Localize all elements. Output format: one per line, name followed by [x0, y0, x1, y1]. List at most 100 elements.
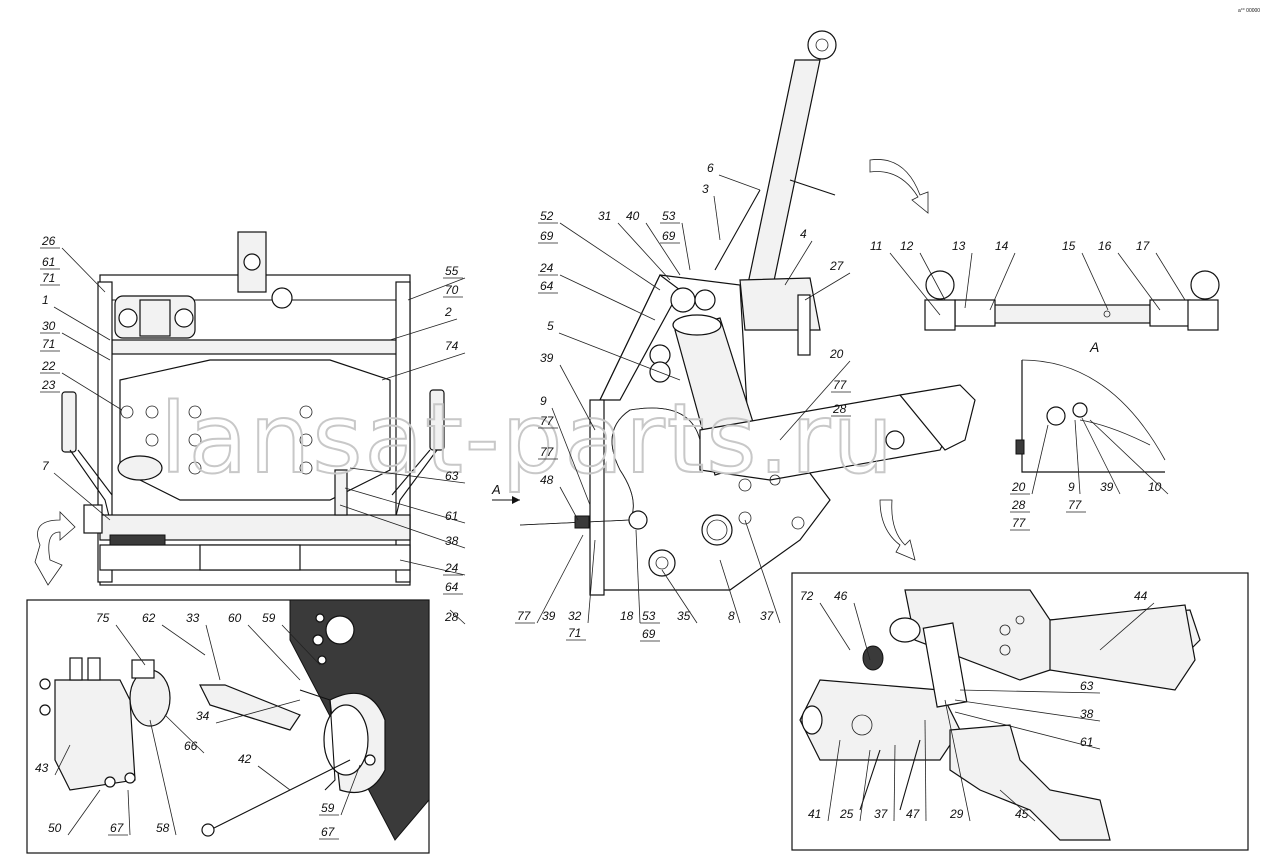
callout-left-view-12: 74: [381, 339, 466, 381]
callout-leader: [617, 222, 671, 281]
callout-view-a-6: 10: [1089, 419, 1169, 495]
callout-leader: [559, 486, 579, 521]
callout-bottom-left-inset-12: 59: [319, 764, 361, 816]
callout-leader: [924, 719, 927, 822]
callout-left-view-15: 38: [339, 504, 466, 549]
callout-bottom-right-inset-0: 72: [800, 589, 851, 651]
callout-bottom-left-inset-6: 42: [238, 752, 291, 791]
callout-number: 24: [444, 561, 459, 575]
callout-leader: [115, 624, 146, 666]
callout-leader: [67, 789, 101, 836]
callout-leader: [1081, 417, 1121, 495]
callout-number: 64: [445, 580, 459, 594]
callout-number: 17: [1136, 239, 1151, 253]
callout-center-view-17: 48: [540, 473, 579, 521]
callout-leader: [681, 222, 691, 271]
callout-number: 28: [444, 610, 459, 624]
callout-center-view-8: 4: [784, 227, 813, 286]
corner-mark: a°° 00000: [1238, 8, 1260, 14]
callout-center-view-25: 18: [620, 529, 641, 624]
callout-center-view-22: 39: [542, 609, 556, 623]
callout-center-view-5: 69: [660, 229, 680, 244]
callout-bottom-right-inset-7: 25: [839, 749, 871, 822]
callout-left-view-16: 24: [399, 559, 466, 576]
callout-number: 14: [995, 239, 1009, 253]
callout-number: 71: [42, 271, 55, 285]
callout-center-view-21: 77: [515, 534, 584, 624]
callout-leader: [964, 252, 973, 309]
callout-leader: [784, 240, 813, 286]
callout-number: 59: [321, 801, 335, 815]
callout-center-view-27: 69: [640, 627, 660, 642]
callout-bottom-left-inset-8: 58: [149, 719, 177, 836]
callout-number: 61: [1080, 735, 1093, 749]
callout-number: 1: [42, 293, 49, 307]
callout-number: 34: [196, 709, 210, 723]
callout-number: 10: [1148, 480, 1162, 494]
callout-leader: [744, 519, 781, 624]
callout-number: 44: [1134, 589, 1148, 603]
callout-left-view-17: 64: [443, 580, 463, 595]
callout-number: 60: [228, 611, 242, 625]
callout-number: 18: [620, 609, 634, 623]
callout-number: 52: [540, 209, 554, 223]
callout-number: 9: [1068, 480, 1075, 494]
callout-number: 64: [540, 279, 554, 293]
callout-number: 77: [1012, 516, 1027, 530]
callout-leader: [536, 534, 584, 624]
callout-number: 77: [540, 414, 555, 428]
callout-top-rod-view-4: 15: [1062, 239, 1109, 311]
callout-number: 45: [1015, 807, 1029, 821]
inset-right-parts: [799, 589, 1201, 841]
callout-number: 53: [642, 609, 656, 623]
callout-leader: [61, 372, 123, 411]
callout-number: 4: [800, 227, 807, 241]
callout-bottom-right-inset-9: 47: [906, 719, 927, 822]
callout-bottom-right-inset-6: 41: [808, 739, 841, 822]
callout-view-a-2: 77: [1010, 516, 1030, 531]
callout-number: 69: [662, 229, 676, 243]
callout-leader: [53, 306, 111, 341]
callout-leader: [944, 699, 971, 822]
callout-bottom-left-inset-7: 43: [35, 744, 71, 776]
callout-number: 66: [184, 739, 198, 753]
callout-number: 62: [142, 611, 156, 625]
callout-bottom-right-inset-10: 29: [944, 699, 971, 822]
callout-center-view-12: 5: [547, 319, 681, 381]
callout-leader: [257, 765, 291, 791]
callout-leader: [399, 559, 466, 576]
callout-number: 37: [874, 807, 889, 821]
callout-view-a-0: 20: [1010, 424, 1049, 495]
callout-top-rod-view-2: 13: [952, 239, 973, 309]
callout-center-view-14: 9: [540, 394, 591, 506]
callout-center-view-6: 6: [707, 161, 761, 191]
callout-left-view-18: 28: [444, 609, 466, 625]
callout-leader: [559, 364, 596, 431]
callout-number: 63: [1080, 679, 1094, 693]
callout-leader: [407, 277, 466, 301]
callout-leader: [919, 252, 946, 301]
callout-leader: [161, 624, 206, 656]
callout-number: 15: [1062, 239, 1076, 253]
callout-number: 38: [1080, 707, 1094, 721]
callout-leader: [719, 559, 741, 624]
callout-leader: [164, 714, 205, 754]
callout-leader: [344, 487, 466, 524]
callout-bottom-left-inset-0: 75: [96, 611, 146, 666]
callout-number: 35: [677, 609, 691, 623]
callout-number: 39: [542, 609, 556, 623]
callout-bottom-left-inset-2: 33: [186, 611, 221, 681]
callout-number: 28: [1011, 498, 1026, 512]
callout-number: 70: [445, 283, 459, 297]
callout-bottom-right-inset-4: 38: [954, 699, 1101, 722]
callout-number: 58: [156, 821, 170, 835]
callout-left-view-13: 63: [349, 467, 466, 484]
callout-leader: [389, 318, 458, 341]
callout-number: 3: [702, 182, 709, 196]
callout-center-view-13: 39: [540, 351, 596, 431]
callout-view-a-4: 77: [1066, 498, 1086, 513]
callout-number: 61: [42, 255, 55, 269]
callout-number: 32: [568, 609, 582, 623]
callout-bottom-left-inset-5: 34: [196, 699, 301, 724]
